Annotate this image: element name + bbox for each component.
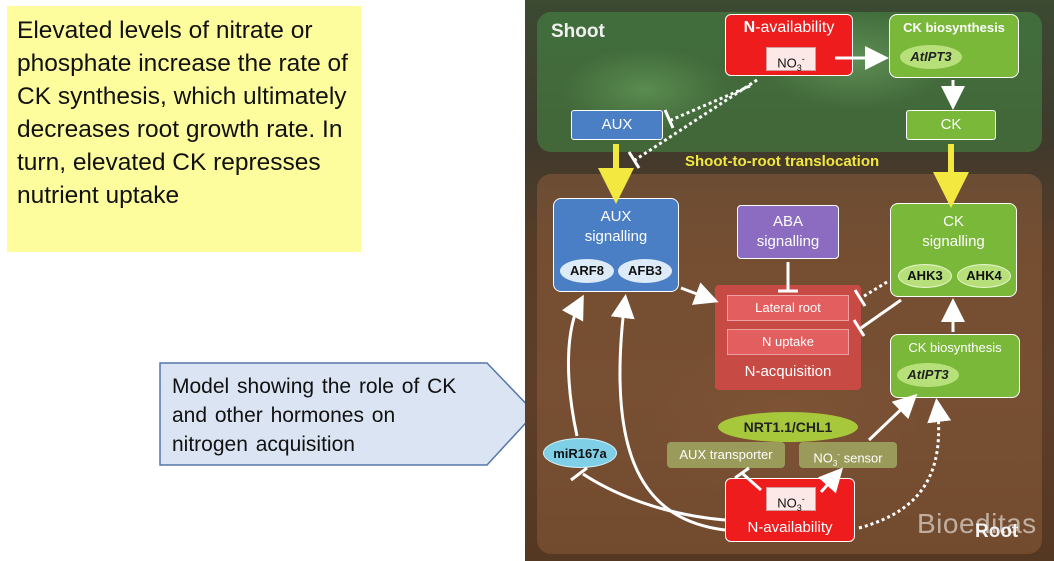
shoot-nitrate-label: NO3-: [766, 47, 816, 73]
ahk3-pill: AHK3: [898, 264, 952, 288]
no3-sensor-box: NO3- sensor: [799, 442, 897, 468]
root-ck-biosynthesis-box: CK biosynthesis AtIPT3: [890, 334, 1020, 398]
shoot-n-availability-label: N-availability: [743, 19, 835, 36]
inhibit-n-to-aux-signalling: [634, 78, 758, 162]
arrow-n-to-sensor: [818, 467, 844, 494]
root-n-availability-label: N-availability: [747, 519, 833, 536]
root-ck-biosynthesis-title: CK biosynthesis: [908, 340, 1002, 355]
arrow-mir167a-to-arf8: [561, 294, 584, 437]
afb3-pill: AFB3: [618, 259, 672, 283]
ahk4-pill: AHK4: [957, 264, 1011, 288]
arf8-pill: ARF8: [560, 259, 614, 283]
root-n-availability-box: NO3- N-availability: [725, 478, 855, 542]
aux-transporter-box: AUX transporter: [667, 442, 785, 468]
inhibit-ck-n-uptake: [860, 298, 902, 330]
arrow-aux-to-lateral-root: [680, 282, 719, 305]
shoot-ck-biosynthesis-title: CK biosynthesis: [903, 20, 1005, 35]
root-label: Root: [975, 521, 1019, 542]
shoot-aux-box: AUX: [571, 110, 663, 140]
arrow-sensor-to-ck-biosynthesis: [867, 393, 918, 442]
callout-note-text: Model showing the role of CK and other h…: [172, 375, 457, 456]
diagram-arrows: [561, 46, 969, 532]
inhibit-bar-aux-transporter: [734, 466, 750, 480]
shoot-atipt3-gene: AtIPT3: [900, 45, 962, 69]
inhibit-bar-mir167a: [570, 466, 588, 482]
n-acquisition-box: Lateral root N uptake N-acquisition: [715, 285, 861, 390]
root-nitrate-label: NO3-: [766, 487, 816, 513]
n-uptake-box: N uptake: [727, 329, 849, 355]
nrt-transceptor-pill: NRT1.1/CHL1: [718, 412, 858, 442]
n-acquisition-label: N-acquisition: [744, 363, 832, 380]
inhibit-bar-aux: [663, 109, 675, 129]
inhibit-bar-ck-n-uptake: [852, 319, 866, 337]
inhibit-ck-lateral-root: [860, 280, 888, 300]
shoot-ck-box: CK: [906, 110, 996, 140]
lateral-root-box: Lateral root: [727, 295, 849, 321]
watermark: Bioeditas: [917, 508, 1037, 539]
hormone-model-diagram: Shoot Root Shoot-to-root translocation N…: [525, 0, 1054, 561]
inhibit-n-aux-transporter: [742, 472, 762, 492]
translocation-label: Shoot-to-root translocation: [685, 153, 880, 170]
inhibit-bar-ck-lateral-root: [853, 289, 867, 307]
inhibit-n-to-aux: [670, 84, 751, 122]
inhibit-n-mir167a: [582, 472, 726, 522]
summary-note: Elevated levels of nitrate or phosphate …: [7, 6, 361, 252]
inhibit-bar-aux-signalling: [627, 151, 641, 169]
shoot-ck-biosynthesis-box: CK biosynthesis AtIPT3: [889, 14, 1019, 78]
shoot-n-availability-box: N-availability NO3-: [725, 14, 853, 76]
shoot-label: Shoot: [551, 21, 605, 42]
mir167a-pill: miR167a: [543, 438, 617, 468]
root-atipt3-gene: AtIPT3: [897, 363, 959, 387]
arrow-n-to-afb3: [610, 294, 726, 532]
summary-note-text: Elevated levels of nitrate or phosphate …: [17, 17, 348, 209]
